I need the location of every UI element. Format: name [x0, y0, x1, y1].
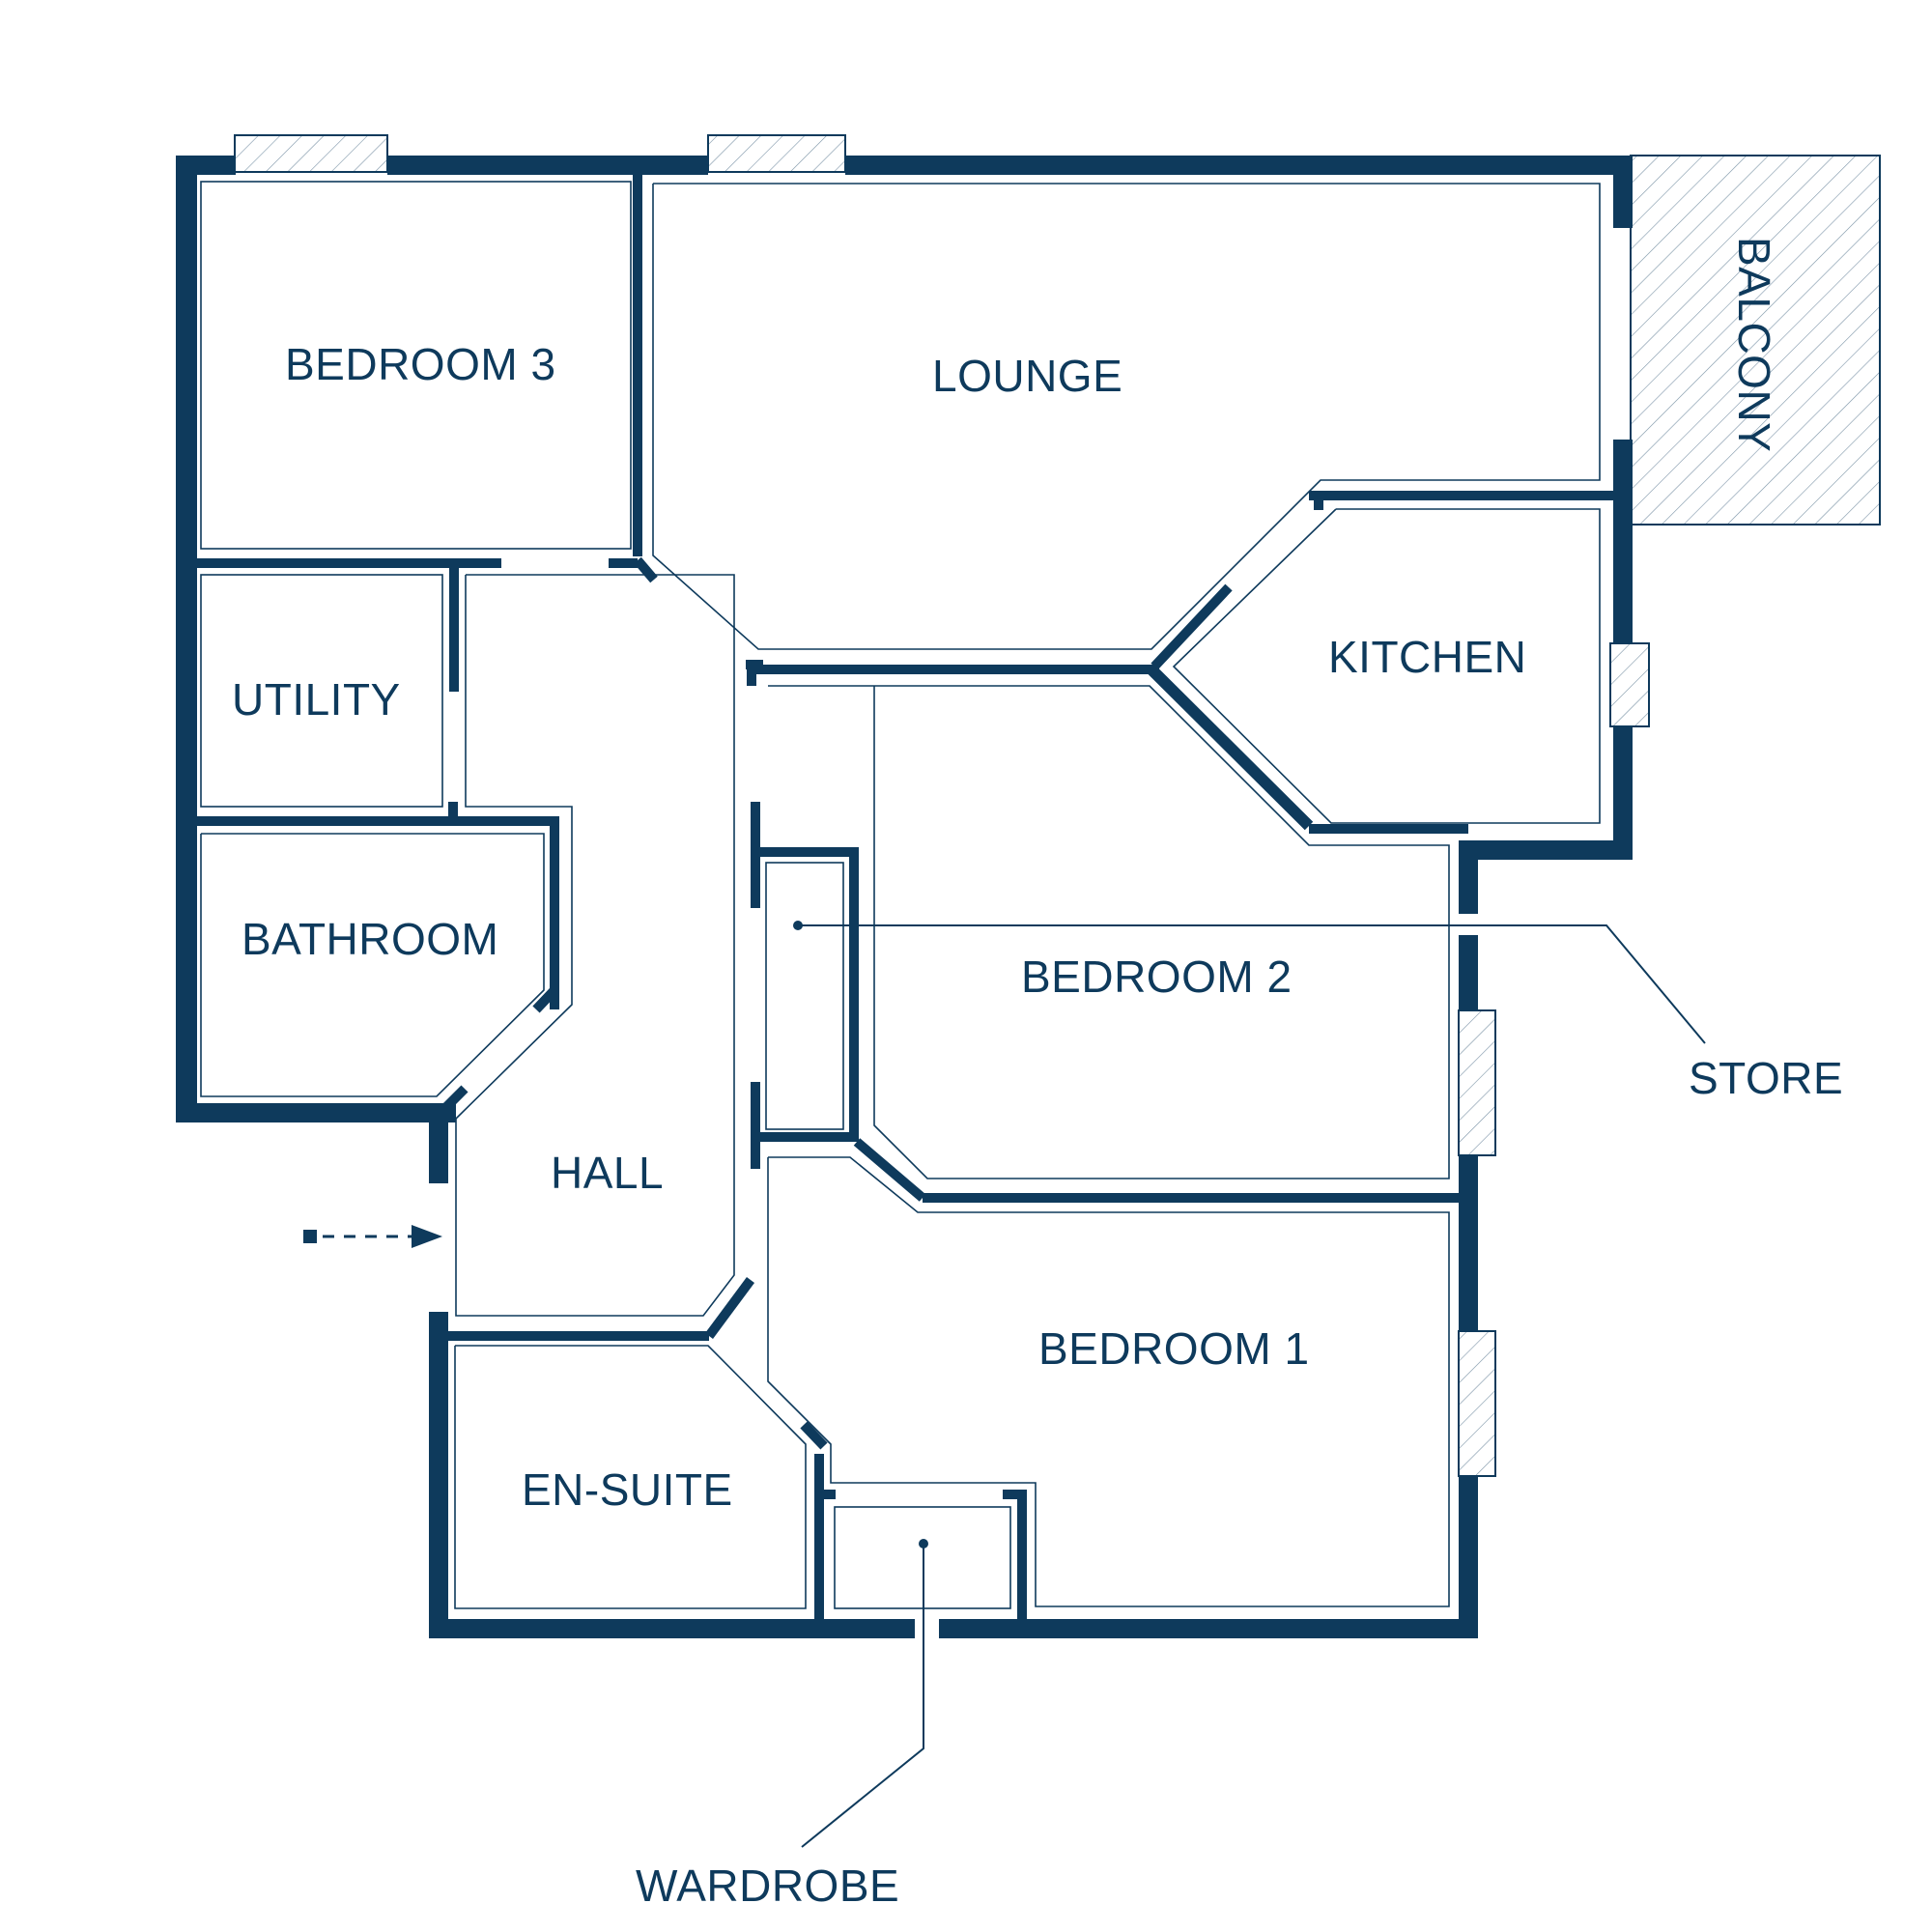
- wardrobe-leader: [801, 1544, 924, 1848]
- walls: [176, 156, 1633, 1638]
- label-bedroom3: BEDROOM 3: [285, 339, 556, 389]
- label-balcony: BALCONY: [1729, 237, 1779, 452]
- room-outlines: [200, 181, 1601, 1609]
- label-wardrobe: WARDROBE: [636, 1861, 899, 1911]
- label-kitchen: KITCHEN: [1328, 632, 1526, 682]
- balcony-area: [1630, 155, 1881, 526]
- callouts: [793, 921, 1706, 1848]
- label-ensuite: EN-SUITE: [522, 1464, 733, 1515]
- label-bathroom: BATHROOM: [242, 914, 498, 964]
- label-utility: UTILITY: [232, 674, 401, 724]
- window-kitchen: [1609, 642, 1650, 727]
- window-lounge: [707, 134, 846, 173]
- window-bedroom1: [1458, 1330, 1496, 1477]
- label-bedroom1: BEDROOM 1: [1038, 1323, 1310, 1374]
- label-bedroom2: BEDROOM 2: [1021, 952, 1293, 1002]
- label-lounge: LOUNGE: [932, 351, 1122, 401]
- window-bedroom3: [234, 134, 388, 173]
- dashed-arrow-right-icon: [303, 1225, 442, 1248]
- windows: [234, 134, 1650, 1477]
- store-leader: [798, 924, 1706, 1044]
- label-hall: HALL: [551, 1148, 664, 1198]
- window-bedroom2: [1458, 1009, 1496, 1156]
- label-store: STORE: [1689, 1053, 1843, 1103]
